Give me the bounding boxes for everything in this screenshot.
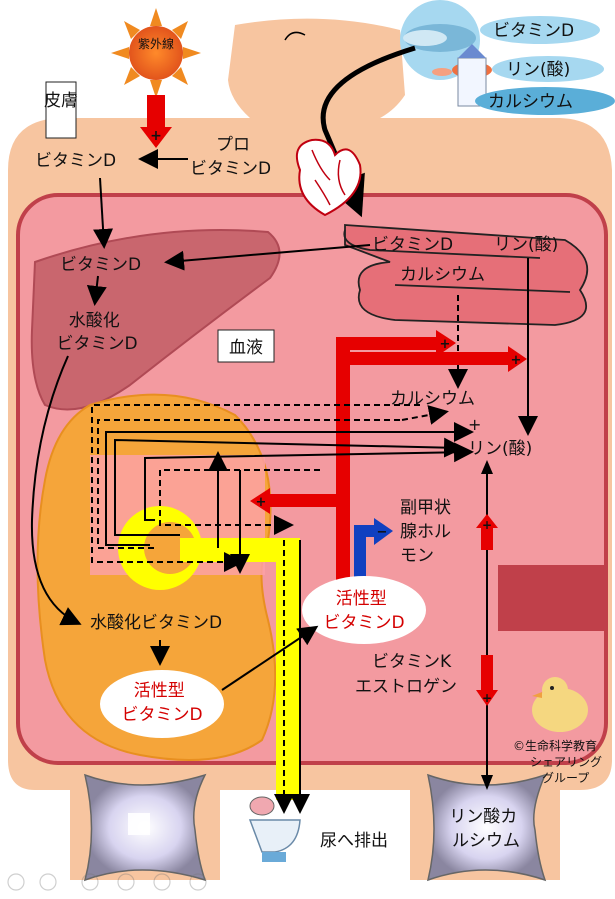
skin-to-liver-arrow	[93, 177, 114, 249]
blood-calcium-label: カルシウム	[390, 389, 475, 409]
vitk-estrogen-label: ビタミンK エストロゲン	[355, 652, 457, 697]
bone-right	[426, 773, 547, 882]
bone-label: リン酸カ ルシウム	[449, 807, 522, 851]
heart-icon	[296, 138, 362, 217]
intestine-calcium-label: カルシウム	[400, 265, 485, 285]
provitd-label: プロ ビタミンD	[190, 135, 271, 179]
active-vitd-kidney-bg	[100, 670, 224, 738]
food-group	[400, 0, 492, 107]
liver	[30, 229, 281, 411]
liver-hydroxylation-arrow	[86, 275, 107, 306]
intestine	[343, 224, 589, 326]
liver-vitd-label: ビタミンD	[60, 255, 141, 275]
skin-label: 皮膚	[44, 91, 78, 111]
intestine-phosphate-label: リン(酸)	[494, 235, 558, 255]
pth-arrow: −	[354, 518, 393, 580]
svg-text:+: +	[150, 128, 162, 144]
kidney-reabsorption-arrows	[91, 404, 474, 814]
food-calcium-label: カルシウム	[488, 92, 573, 112]
svg-text:+: +	[482, 691, 492, 705]
mascot-icon	[532, 677, 588, 732]
svg-text:+: +	[440, 337, 451, 352]
toilet-icon	[248, 796, 301, 862]
sun-icon	[111, 8, 201, 98]
food-vitd-bg	[480, 16, 600, 44]
skin-vitd-label: ビタミンD	[35, 151, 116, 171]
svg-text:−: −	[377, 525, 388, 540]
urine-label: 尿へ排出	[320, 831, 388, 851]
intestine-vitd-label: ビタミンD	[372, 235, 453, 255]
urine-tube	[180, 538, 300, 800]
active-vitd-effect-arrows: + + +	[250, 330, 527, 587]
active-vitd-blood-label: 活性型 ビタミンD	[323, 589, 404, 633]
blood-box	[217, 329, 275, 363]
svg-text:+: +	[256, 495, 267, 510]
blood-label: 血液	[229, 338, 263, 358]
organ-block	[498, 565, 606, 631]
kidney-hydroxy-label: 水酸化ビタミンD	[90, 613, 222, 633]
uv-label: 紫外線	[138, 36, 174, 51]
active-vitd-kidney-label: 活性型 ビタミンD	[121, 681, 202, 725]
uv-arrow: +	[140, 95, 172, 148]
copyright-label: ©生命科学教育 シェアリング グループ	[513, 738, 606, 785]
liver-hydroxy-label: 水酸化 ビタミンD	[56, 311, 137, 354]
skin-box	[45, 81, 77, 139]
food-calcium-bg	[475, 87, 615, 115]
bone-exchange-arrows: + +	[476, 460, 498, 790]
liver-to-kidney-arrow	[30, 355, 82, 626]
plus-label: +	[468, 415, 481, 434]
active-vitd-blood-bg	[302, 576, 426, 644]
bone-left	[83, 773, 207, 882]
blood-phosphate-label: リン(酸)	[468, 439, 532, 459]
svg-text:+: +	[511, 353, 522, 368]
food-vitd-label: ビタミンD	[493, 21, 574, 41]
pth-label: 副甲状 腺ホル モン	[400, 498, 456, 566]
intestine-to-liver-arrow	[164, 244, 371, 271]
svg-text:+: +	[482, 518, 492, 532]
food-phosphate-bg	[492, 56, 604, 82]
food-phosphate-label: リン(酸)	[506, 60, 570, 80]
slide-toolbar[interactable]	[7, 873, 207, 891]
